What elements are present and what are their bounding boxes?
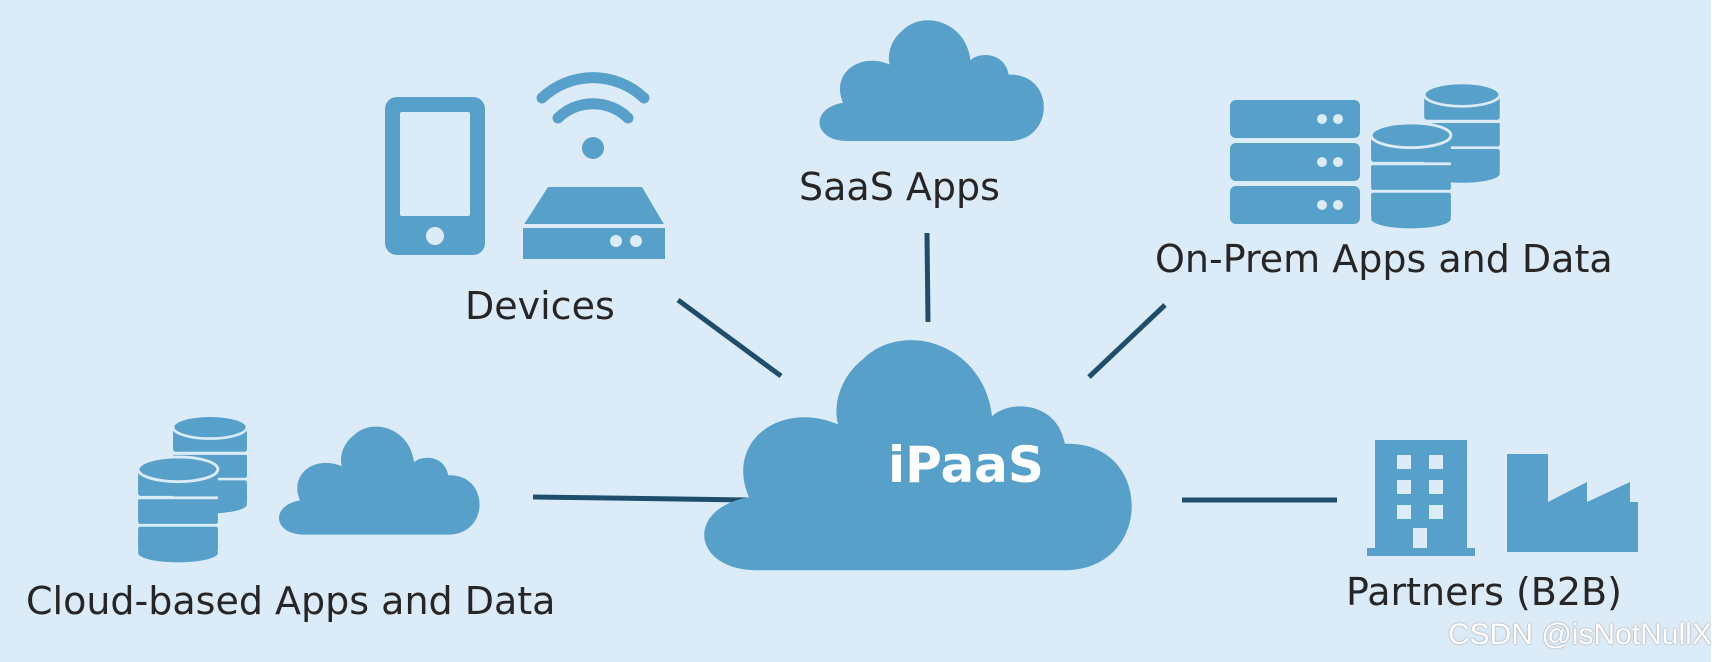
watermark: CSDN @isNotNullX [1448,618,1712,651]
factory-icon [1507,454,1638,552]
connector-devices [676,297,783,379]
database-icon [136,455,220,564]
ipaas-label: iPaaS [888,436,1044,494]
onprem-label: On-Prem Apps and Data [1155,237,1613,281]
saas-label: SaaS Apps [799,165,1000,209]
devices-label: Devices [465,284,615,328]
server-rack-icon [1230,100,1360,224]
wifi-router-icon [523,72,665,259]
office-building-icon [1367,440,1475,556]
phone-icon [385,97,485,255]
connector-cloud [532,494,749,503]
cloud-label: Cloud-based Apps and Data [26,579,556,623]
partners-label: Partners (B2B) [1346,570,1622,614]
saas-cloud-icon [819,20,1044,141]
cloud-icon [279,426,480,535]
database-icon [1369,121,1453,230]
connector-onprem [1087,303,1167,379]
connector-saas [924,232,931,323]
